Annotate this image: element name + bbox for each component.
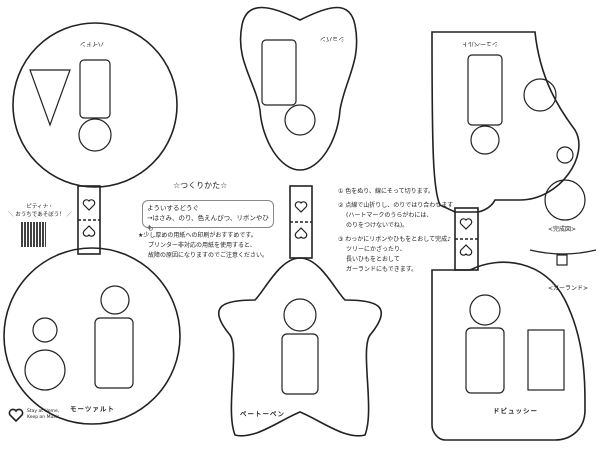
heart-icon	[82, 199, 96, 211]
heart-icon	[82, 225, 96, 237]
step-3: ③ わっかにリボンやひもをとおして完成♪	[338, 236, 451, 243]
composer-figure	[100, 285, 130, 315]
note-line: ★少し厚めの用紙への印刷がおすすめです。	[138, 232, 257, 239]
composer-name-bottom-left: モーツァルト	[70, 405, 115, 413]
finished-caption: <完成図>	[548, 226, 577, 233]
heart-icon	[459, 218, 473, 230]
finished-example-ornament	[544, 179, 586, 221]
garland-caption: <ガーランド>	[548, 285, 589, 292]
composer-name-top-middle: ショパン	[320, 35, 345, 42]
steps: ① 色をぬり、線にそって切ります。 ② 点線で山折りし、のりではり合わせます (…	[338, 187, 453, 275]
step-3-line: ツリーにかざったり、	[346, 246, 406, 253]
heart-icon	[294, 227, 308, 239]
heart-note-icon	[8, 408, 24, 422]
step-3-line: 長いひもをとおして	[346, 256, 400, 263]
ornament-bottom-middle	[217, 257, 383, 437]
tree-figure	[29, 69, 71, 127]
heart-icon	[294, 201, 308, 213]
snowman-figure	[32, 317, 58, 343]
ornament-top-left	[12, 22, 178, 188]
heart-icon	[459, 244, 473, 256]
promo-text: ピティナ・ ＼ おうちであそぼう！ ／	[8, 203, 72, 219]
instructions-title: ☆つくりかた☆	[173, 181, 228, 190]
logo-line: Stay at Home,	[27, 409, 60, 414]
tools-list: →はさみ、のり、色えんぴつ、リボンやひも	[147, 214, 269, 232]
ornament-top-middle	[239, 6, 358, 171]
ornament-bottom-right	[431, 261, 586, 441]
composer-name-top-right: シューベルト	[462, 40, 499, 47]
composer-figure	[470, 125, 500, 155]
composer-name-bottom-middle: ベートーベン	[240, 410, 285, 418]
composer-name-top-left: ハイドン	[80, 40, 104, 47]
step-2-line: (ハートマークのうらがわには、	[346, 212, 433, 219]
tools-box: よういするどうぐ →はさみ、のり、色えんぴつ、リボンやひも	[142, 200, 274, 232]
note-line: プリンター非対応の用紙を使用すると、	[148, 242, 256, 249]
promo-line: ＼ おうちであそぼう！ ／	[8, 212, 72, 218]
composer-figure	[284, 104, 316, 136]
step-3-line: ガーランドにもできます。	[346, 266, 418, 273]
step-1: ① 色をぬり、線にそって切ります。	[338, 188, 435, 195]
step-2: ② 点線で山折りし、のりではり合わせます	[338, 202, 454, 209]
step-2-line: のりをつけないでね)。	[346, 222, 409, 229]
stay-home-logo: Stay at Home,Keep on Music	[8, 408, 59, 422]
qr-code[interactable]	[21, 222, 46, 247]
garland-flag	[556, 254, 568, 266]
composer-figure	[283, 298, 317, 332]
note-line: 故障の原因になりますのでご注意ください。	[148, 252, 269, 259]
tools-heading: よういするどうぐ	[147, 204, 199, 212]
paper-note: ★少し厚めの用紙への印刷がおすすめです。 プリンター非対応の用紙を使用すると、 …	[138, 231, 268, 261]
gift-box	[527, 329, 565, 391]
composer-figure	[78, 118, 112, 152]
composer-figure	[469, 294, 501, 326]
promo-line: ピティナ・	[26, 204, 54, 210]
garland-string	[529, 249, 597, 255]
gingerbread-figure	[523, 78, 557, 112]
ornament-top-right	[431, 31, 580, 213]
ornament-bottom-left	[3, 247, 181, 425]
composer-name-bottom-right: ドビュッシー	[493, 407, 538, 415]
logo-line: Keep on Music	[27, 415, 60, 420]
